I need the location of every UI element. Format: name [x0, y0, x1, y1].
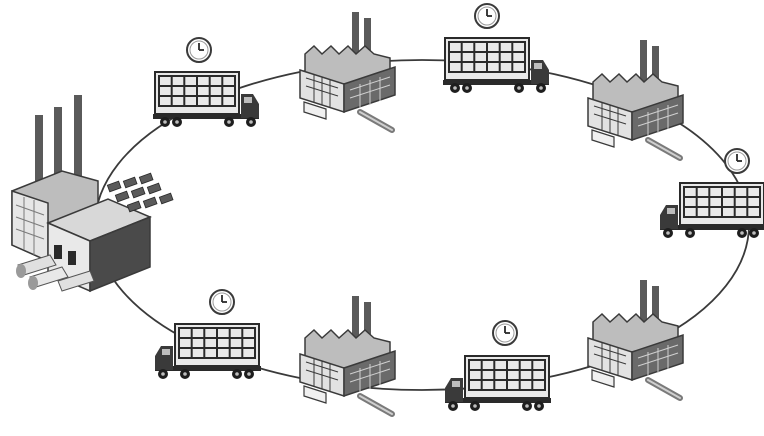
truck-bottom-center-icon [444, 355, 552, 412]
clock-icon [492, 320, 518, 346]
plant-top-right-icon [588, 40, 683, 158]
truck-right-icon [659, 182, 764, 239]
plant-bottom-right-icon [588, 280, 683, 398]
clock-icon [474, 3, 500, 29]
clock-icon [186, 37, 212, 63]
main-factory-icon [11, 95, 174, 293]
plant-bottom-center-icon [300, 296, 395, 414]
clock-icon [724, 148, 750, 174]
clock-icon [209, 289, 235, 315]
truck-bottom-left-icon [154, 323, 262, 380]
truck-top-center-icon [442, 37, 550, 94]
truck-top-left-icon [152, 71, 260, 128]
plant-top-center-icon [300, 12, 395, 130]
